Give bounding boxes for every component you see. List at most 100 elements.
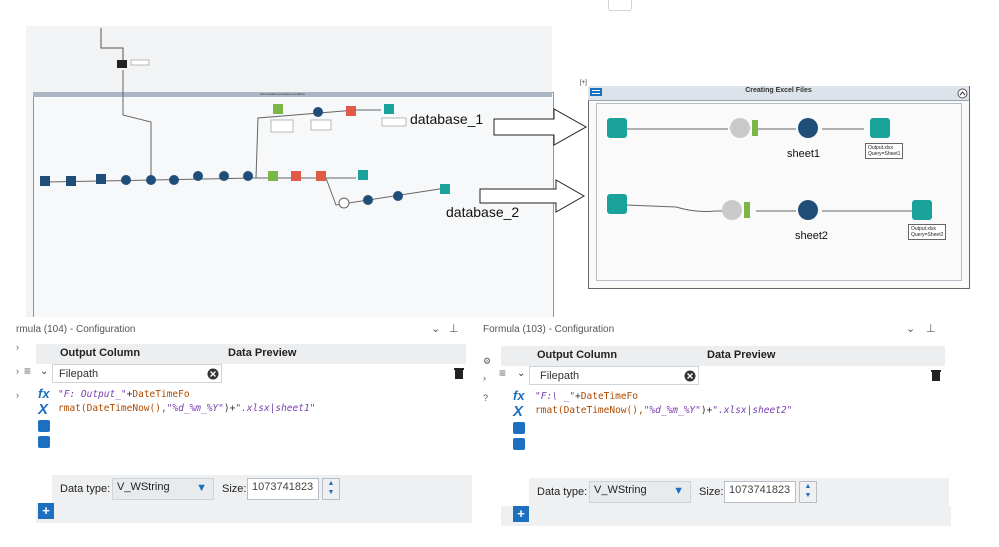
chevron-down-icon[interactable]: ⌄ xyxy=(431,323,441,335)
sample-tool-icon[interactable] xyxy=(722,200,742,220)
datatype-label: Data type: xyxy=(60,483,111,495)
col-output-column: Output Column xyxy=(537,349,618,361)
size-input[interactable]: 1073741823 xyxy=(724,481,796,503)
dropdown-arrow-icon: ▼ xyxy=(673,485,684,497)
excel-graph xyxy=(625,128,912,212)
output-1-line2: Query=Sheet1 xyxy=(868,151,901,157)
columns-x-icon[interactable]: X xyxy=(513,403,524,420)
config-panel-104: rmula (104) - Configuration ⌄ ⊥ › › › Ou… xyxy=(16,320,474,524)
workflow-container[interactable] xyxy=(33,92,554,317)
expression-toolbar: fx X xyxy=(38,386,54,448)
bottom-strip xyxy=(501,506,951,526)
dropdown-arrow-icon: ▼ xyxy=(196,482,207,494)
expression-editor[interactable]: "F: Output_"+DateTimeFo rmat(DateTimeNow… xyxy=(58,388,468,416)
workflow-top-connector xyxy=(100,28,150,68)
datatype-select[interactable]: V_WString ▼ xyxy=(589,481,691,503)
database-1-label: database_1 xyxy=(410,111,484,127)
row-menu-icon[interactable]: ≡ xyxy=(499,366,507,380)
output-column-cell[interactable]: Filepath xyxy=(52,364,222,383)
excel-container-inner xyxy=(596,103,962,281)
row-expand-chevron-icon[interactable]: ⌄ xyxy=(40,366,49,377)
excel-container-title: Creating Excel Files xyxy=(745,87,812,94)
field-filepath: Filepath xyxy=(540,370,580,382)
datatype-value: V_WString xyxy=(594,484,647,496)
arrow-1-icon xyxy=(493,108,588,146)
datatype-label: Data type: xyxy=(537,486,588,498)
database-2-label: database_2 xyxy=(446,204,520,220)
left-toolbar-strip: ⚙ › ? xyxy=(483,356,495,403)
output-file-icon[interactable] xyxy=(870,118,890,138)
output-column-cell[interactable]: Filepath xyxy=(529,366,699,385)
chevron-down-icon[interactable]: ⌄ xyxy=(906,323,916,335)
expr-string-2: "%d_%m_%Y" xyxy=(643,405,701,416)
size-stepper[interactable]: ▲▼ xyxy=(322,478,340,500)
sample-tool-icon[interactable] xyxy=(730,118,750,138)
open-folder-icon[interactable] xyxy=(513,422,525,434)
output-2-line2: Query=Sheet2 xyxy=(911,232,944,238)
formula-flask-icon[interactable] xyxy=(798,118,818,138)
col-data-preview: Data Preview xyxy=(707,349,776,361)
workflow-container-title: Intermediate and Alteryx workflow xyxy=(260,92,305,96)
output-2-annotation: Output.xlsx Query=Sheet2 xyxy=(908,224,947,240)
panel-title: Formula (103) - Configuration xyxy=(483,324,615,335)
sheet2-label: sheet2 xyxy=(795,230,829,242)
left-toolbar-strip: › › › xyxy=(16,342,26,452)
toolbar-tab[interactable] xyxy=(608,0,632,11)
columns-x-icon[interactable]: X xyxy=(38,401,49,418)
function-fx-icon[interactable]: fx xyxy=(38,386,50,401)
row-expand-chevron-icon[interactable]: ⌄ xyxy=(517,368,526,379)
input-book-icon[interactable] xyxy=(607,194,627,214)
container-collapse-icon[interactable] xyxy=(590,88,604,98)
expr-fn-2: rmat(DateTimeNow(), xyxy=(535,405,644,416)
size-stepper[interactable]: ▲▼ xyxy=(799,481,817,503)
add-column-button[interactable]: + xyxy=(513,506,529,522)
expr-op-1: + xyxy=(126,389,133,400)
expr-string-2: "%d_%m_%Y" xyxy=(166,403,224,414)
expression-editor[interactable]: "F:\ _"+DateTimeFo rmat(DateTimeNow(),"%… xyxy=(535,390,945,418)
excel-container-header xyxy=(588,86,969,101)
add-column-button[interactable]: + xyxy=(38,503,54,519)
datatype-value: V_WString xyxy=(117,481,170,493)
formula-flask-icon[interactable] xyxy=(798,200,818,220)
workflow-graph xyxy=(40,70,450,209)
open-folder-icon[interactable] xyxy=(38,420,50,432)
expand-icon[interactable]: › xyxy=(483,373,486,383)
expr-string-1: "F: Output_" xyxy=(58,389,127,400)
config-panel-103: Formula (103) - Configuration ⌄ ⊥ ⚙ › ? … xyxy=(481,320,953,536)
row-menu-icon[interactable]: ≡ xyxy=(24,364,32,378)
col-output-column: Output Column xyxy=(60,347,141,359)
collapse-icon[interactable]: › xyxy=(16,342,19,352)
expr-string-3: ".xlsx|sheet2" xyxy=(712,405,793,416)
input-book-icon[interactable] xyxy=(607,118,627,138)
datatype-select[interactable]: V_WString ▼ xyxy=(112,478,214,500)
function-fx-icon[interactable]: fx xyxy=(513,388,525,403)
type-bar: Data type: V_WString ▼ Size: 1073741823 … xyxy=(52,475,472,503)
pin-icon[interactable]: ⊥ xyxy=(926,323,936,335)
save-disk-icon[interactable] xyxy=(513,438,525,450)
clear-field-icon[interactable] xyxy=(684,370,696,382)
clear-field-icon[interactable] xyxy=(207,368,219,380)
help-icon[interactable]: › xyxy=(16,390,19,400)
help-icon[interactable]: ? xyxy=(483,393,489,403)
delete-icon[interactable] xyxy=(930,368,942,382)
expression-toolbar: fx X xyxy=(513,388,529,450)
delete-icon[interactable] xyxy=(453,366,465,380)
panel-title: rmula (104) - Configuration xyxy=(16,324,136,335)
expr-fn-2: rmat(DateTimeNow(), xyxy=(58,403,167,414)
size-label: Size: xyxy=(222,483,247,495)
gear-icon[interactable]: ⚙ xyxy=(483,356,492,366)
expr-fn-1: DateTimeFo xyxy=(132,389,190,400)
expr-string-3: ".xlsx|sheet1" xyxy=(235,403,316,414)
excel-container[interactable] xyxy=(588,86,970,289)
arrow-2-icon xyxy=(479,179,586,213)
container-minimize-icon[interactable] xyxy=(957,88,968,99)
output-file-icon[interactable] xyxy=(912,200,932,220)
expand-icon[interactable]: › xyxy=(16,366,19,376)
size-input[interactable]: 1073741823 xyxy=(247,478,319,500)
grid-header: Output Column Data Preview xyxy=(501,346,945,366)
expr-fn-1: DateTimeFo xyxy=(580,391,638,402)
output-2-line1: Output.xlsx xyxy=(911,226,937,232)
pin-icon[interactable]: ⊥ xyxy=(449,323,459,335)
container-badge: [+] xyxy=(580,80,587,86)
save-disk-icon[interactable] xyxy=(38,436,50,448)
